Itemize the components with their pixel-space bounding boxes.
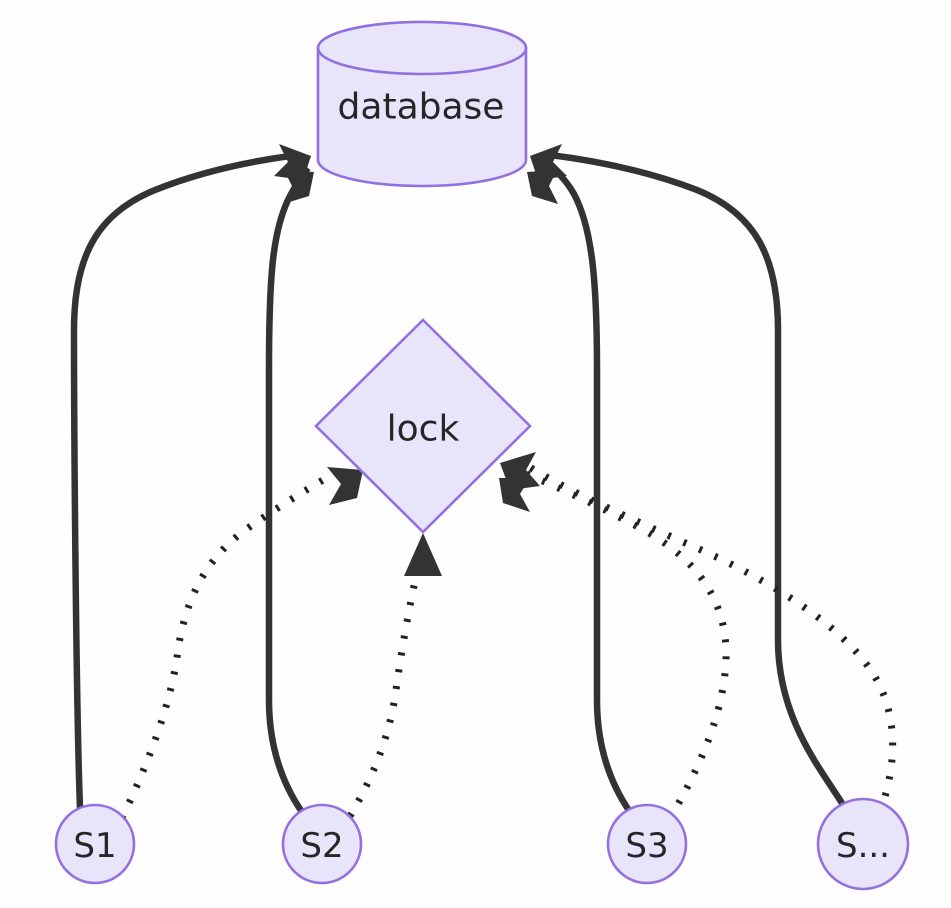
edge-s1-to-lock[interactable] (118, 466, 342, 820)
lock-label: lock (387, 409, 460, 450)
node-lock[interactable]: lock (314, 318, 532, 534)
edge-s4-to-database[interactable] (549, 151, 848, 810)
edge-s3-to-lock[interactable] (520, 468, 730, 820)
arrowhead-s4-lock (499, 478, 530, 512)
edge-s1-to-database[interactable] (70, 151, 299, 809)
arrowhead-s2-database (283, 170, 314, 204)
edge-s2-to-database[interactable] (265, 165, 311, 814)
edge-s2-to-lock[interactable] (346, 567, 422, 818)
edge-group-dotted (118, 463, 897, 820)
s3-circle-shape (606, 803, 688, 885)
s4-label: S... (836, 826, 890, 866)
arrowhead-s4-database (530, 144, 567, 180)
s2-label: S2 (300, 826, 343, 866)
s1-circle-shape (54, 803, 136, 885)
arrowhead-s1-lock (327, 467, 363, 505)
edge-s4-to-lock[interactable] (526, 463, 897, 814)
lock-diamond-shape (314, 318, 532, 534)
s3-label: S3 (625, 826, 668, 866)
s4-circle-shape (816, 797, 910, 891)
node-s3[interactable]: S3 (606, 803, 688, 885)
s1-label: S1 (73, 826, 116, 866)
arrowhead-s2-lock (404, 533, 442, 576)
arrowhead-s1-database (274, 144, 311, 180)
arrowhead-group (274, 144, 567, 576)
database-label: database (338, 87, 505, 128)
node-database[interactable]: database (316, 20, 528, 188)
database-cylinder-top (316, 20, 528, 76)
s2-circle-shape (281, 803, 363, 885)
arrowhead-s3-database (527, 170, 558, 204)
node-s4[interactable]: S... (816, 797, 910, 891)
edge-s3-to-database[interactable] (544, 160, 633, 814)
node-s2[interactable]: S2 (281, 803, 363, 885)
node-s1[interactable]: S1 (54, 803, 136, 885)
